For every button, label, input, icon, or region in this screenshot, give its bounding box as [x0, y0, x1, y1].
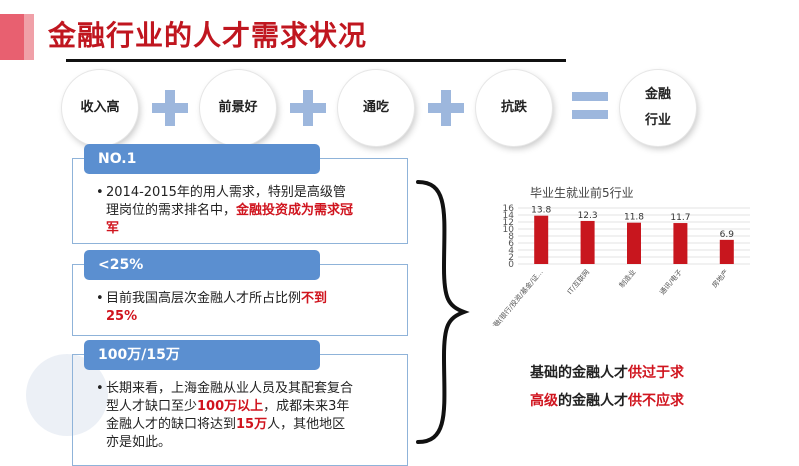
plus-icon: [428, 90, 464, 126]
y-tick-label: 8: [508, 232, 514, 242]
equation-item-universal: 通吃: [338, 70, 414, 146]
equals-icon: [572, 92, 608, 120]
y-tick-label: 6: [508, 239, 514, 249]
summary-line-2: 高级的金融人才供不应求: [530, 393, 684, 409]
y-tick-label: 14: [503, 211, 515, 221]
equation-result-line2: 行业: [644, 113, 671, 128]
bar-value-label: 12.3: [578, 211, 598, 221]
bar: [673, 223, 688, 264]
equation-result: 金融 行业: [620, 70, 696, 146]
y-tick-label: 0: [508, 260, 514, 270]
plus-icon: [290, 90, 326, 126]
panel-no1-text: •2014-2015年的用人需求，特别是高级管 理岗位的需求排名中，金融投资成为…: [96, 185, 354, 236]
x-tick-label: 房地产: [710, 268, 730, 290]
equation-result-line1: 金融: [644, 87, 671, 102]
y-tick-label: 16: [503, 204, 515, 214]
y-tick-label: 10: [503, 225, 515, 235]
y-tick-label: 12: [503, 218, 514, 228]
y-tick-label: 4: [508, 246, 514, 256]
bar-value-label: 11.8: [624, 213, 644, 223]
bar-value-label: 11.7: [670, 213, 690, 223]
bar: [627, 222, 641, 264]
x-tick-label: 通讯/电子: [658, 268, 684, 297]
panel-under25-text: •目前我国高层次金融人才所占比例不到 25%: [96, 291, 328, 324]
equation-item-income: 收入高: [62, 70, 138, 146]
panel-tab-under25: <25%: [84, 250, 320, 280]
x-tick-label: IT/互联网: [565, 268, 591, 297]
panel-1m-15w-text: •长期来看，上海金融从业人员及其配套复合 型人才缺口至少100万以上，成都未来3…: [96, 381, 354, 450]
accent-bar-inner: [0, 14, 24, 60]
equation-item-resilient: 抗跌: [476, 70, 552, 146]
x-tick-label: 金融(银行/投资/基金/证...: [487, 268, 545, 326]
bar-value-label: 6.9: [720, 230, 735, 240]
panel-tab-no1: NO.1: [84, 144, 320, 174]
x-tick-label: 制造业: [617, 268, 637, 290]
brace-icon: [416, 180, 470, 444]
bar: [719, 239, 734, 264]
title-underline: [66, 59, 566, 62]
plus-icon: [152, 90, 188, 126]
chart-title: 毕业生就业前5行业: [530, 186, 634, 200]
panel-tab-1m-15w: 100万/15万: [84, 340, 320, 370]
bar: [580, 220, 595, 264]
equation-item-prospect: 前景好: [200, 70, 276, 146]
bar: [534, 215, 549, 264]
summary-line-1: 基础的金融人才供过于求: [530, 365, 684, 381]
y-tick-label: 2: [508, 253, 514, 263]
bar-value-label: 13.8: [531, 206, 551, 216]
slide-title: 金融行业的人才需求状况: [48, 19, 368, 52]
